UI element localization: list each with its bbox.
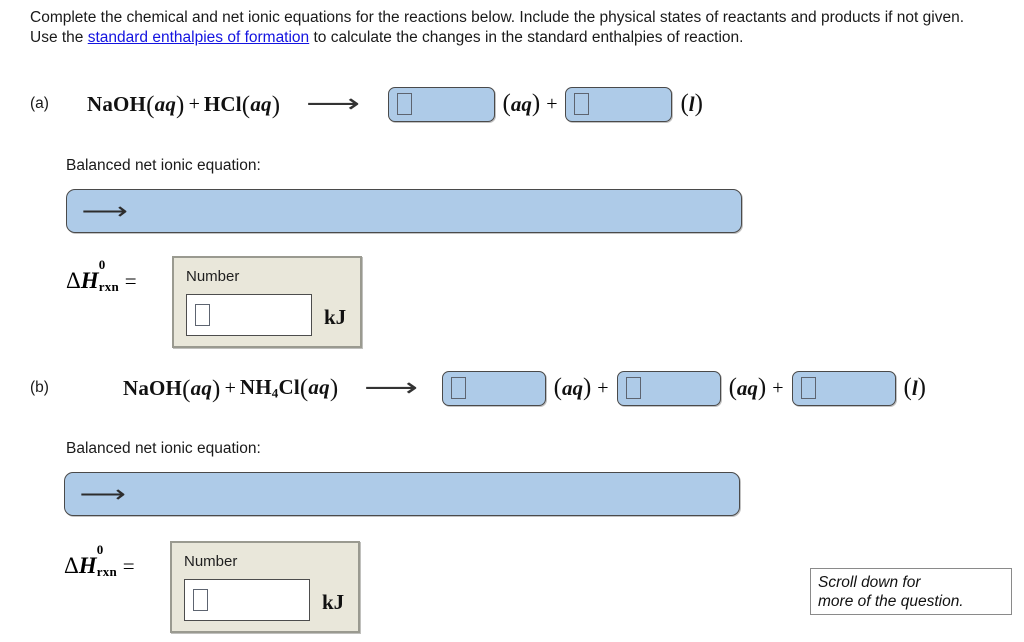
product-state-b1: (aq) (553, 374, 592, 401)
plus-sign: + (597, 376, 609, 399)
plus-sign: + (546, 92, 558, 115)
equals-sign: = (124, 269, 137, 293)
enthalpy-unit-b: kJ (322, 590, 345, 614)
text-placeholder-icon (800, 377, 816, 399)
net-ionic-input-a[interactable]: ⟶ (66, 189, 742, 233)
paren-close: ) (271, 91, 281, 119)
paren-open: ( (146, 91, 155, 119)
state-aq: aq (250, 91, 272, 116)
equation-row-a: (a) NaOH(aq) + HCl(aq) ⟶ (aq) + (l) (30, 86, 705, 122)
delta-symbol: Δ (66, 268, 81, 293)
paren-open: ( (241, 91, 251, 119)
text-placeholder-icon (574, 93, 590, 115)
reactant-naoh-b: NaOH(aq) (122, 375, 221, 403)
net-ionic-input-b[interactable]: ⟶ (64, 472, 740, 516)
paren-open: ( (182, 375, 191, 403)
reactant-nh4cl-b: NH4Cl(aq) (240, 375, 339, 402)
product-input-b3[interactable] (791, 370, 896, 406)
plus-sign: + (188, 92, 200, 115)
text-placeholder-icon (450, 377, 466, 399)
enthalpy-value-input-a[interactable] (186, 294, 312, 336)
enthalpy-value-input-b[interactable] (184, 579, 310, 621)
product-input-b1[interactable] (441, 370, 546, 406)
equals-sign: = (122, 554, 135, 578)
part-label-a: (a) (30, 95, 49, 112)
reactant-naoh-a: NaOH(aq) (86, 91, 185, 119)
text-placeholder-icon (195, 304, 210, 326)
enthalpy-superscript: 0 (96, 542, 104, 557)
enthalpy-number-panel-a: Number kJ (172, 256, 362, 348)
scroll-hint-line2: more of the question. (818, 593, 964, 610)
product-state-a1: (aq) (502, 90, 541, 117)
enthalpy-superscript: 0 (98, 257, 106, 272)
net-ionic-caption-a: Balanced net ionic equation: (66, 157, 261, 174)
number-panel-label-a: Number (186, 268, 240, 285)
product-input-a2[interactable] (565, 86, 673, 122)
plus-sign: + (224, 376, 236, 399)
enthalpy-subscript: rxn (96, 564, 118, 579)
reaction-arrow-icon: ⟶ (306, 89, 360, 119)
net-ionic-caption-b: Balanced net ionic equation: (66, 440, 261, 457)
part-label-b: (b) (30, 379, 49, 396)
equation-row-b: (b) NaOH(aq) + NH4Cl(aq) ⟶ (aq) + (aq) +… (30, 370, 928, 406)
product-state-b2: (aq) (728, 374, 767, 401)
prompt-text-after-link: to calculate the changes in the standard… (309, 29, 744, 46)
paren-close: ) (176, 91, 185, 119)
text-placeholder-icon (193, 589, 208, 611)
state-aq: aq (190, 375, 213, 400)
reaction-arrow-icon: ⟶ (79, 480, 125, 508)
state-aq: aq (154, 91, 177, 116)
state-aq: aq (308, 374, 330, 399)
number-panel-label-b: Number (184, 553, 238, 570)
prompt-text-before-link: Complete the chemical and net ionic equa… (30, 9, 964, 46)
scroll-hint-box: Scroll down for more of the question. (810, 568, 1012, 615)
enthalpy-subscript: rxn (98, 279, 120, 294)
product-state-b3: (l) (903, 374, 927, 401)
paren-open: ( (299, 374, 309, 402)
standard-enthalpies-of-formation-link[interactable]: standard enthalpies of formation (87, 29, 310, 46)
paren-close: ) (212, 375, 221, 403)
paren-close: ) (329, 374, 339, 402)
reaction-arrow-icon: ⟶ (81, 197, 127, 225)
reactant-hcl-a: HCl(aq) (203, 91, 281, 119)
product-input-a1[interactable] (387, 86, 495, 122)
scroll-hint-line1: Scroll down for (818, 574, 921, 591)
delta-symbol: Δ (64, 553, 79, 578)
plus-sign: + (772, 376, 784, 399)
product-input-b2[interactable] (616, 370, 721, 406)
enthalpy-unit-a: kJ (324, 305, 347, 329)
text-placeholder-icon (396, 93, 412, 115)
enthalpy-number-panel-b: Number kJ (170, 541, 360, 633)
reactant-nh4cl-formula: NH4Cl (239, 374, 300, 401)
text-placeholder-icon (625, 377, 641, 399)
reaction-arrow-icon: ⟶ (364, 373, 418, 403)
product-state-a2: (l) (680, 90, 703, 117)
question-prompt: Complete the chemical and net ionic equa… (30, 8, 978, 48)
